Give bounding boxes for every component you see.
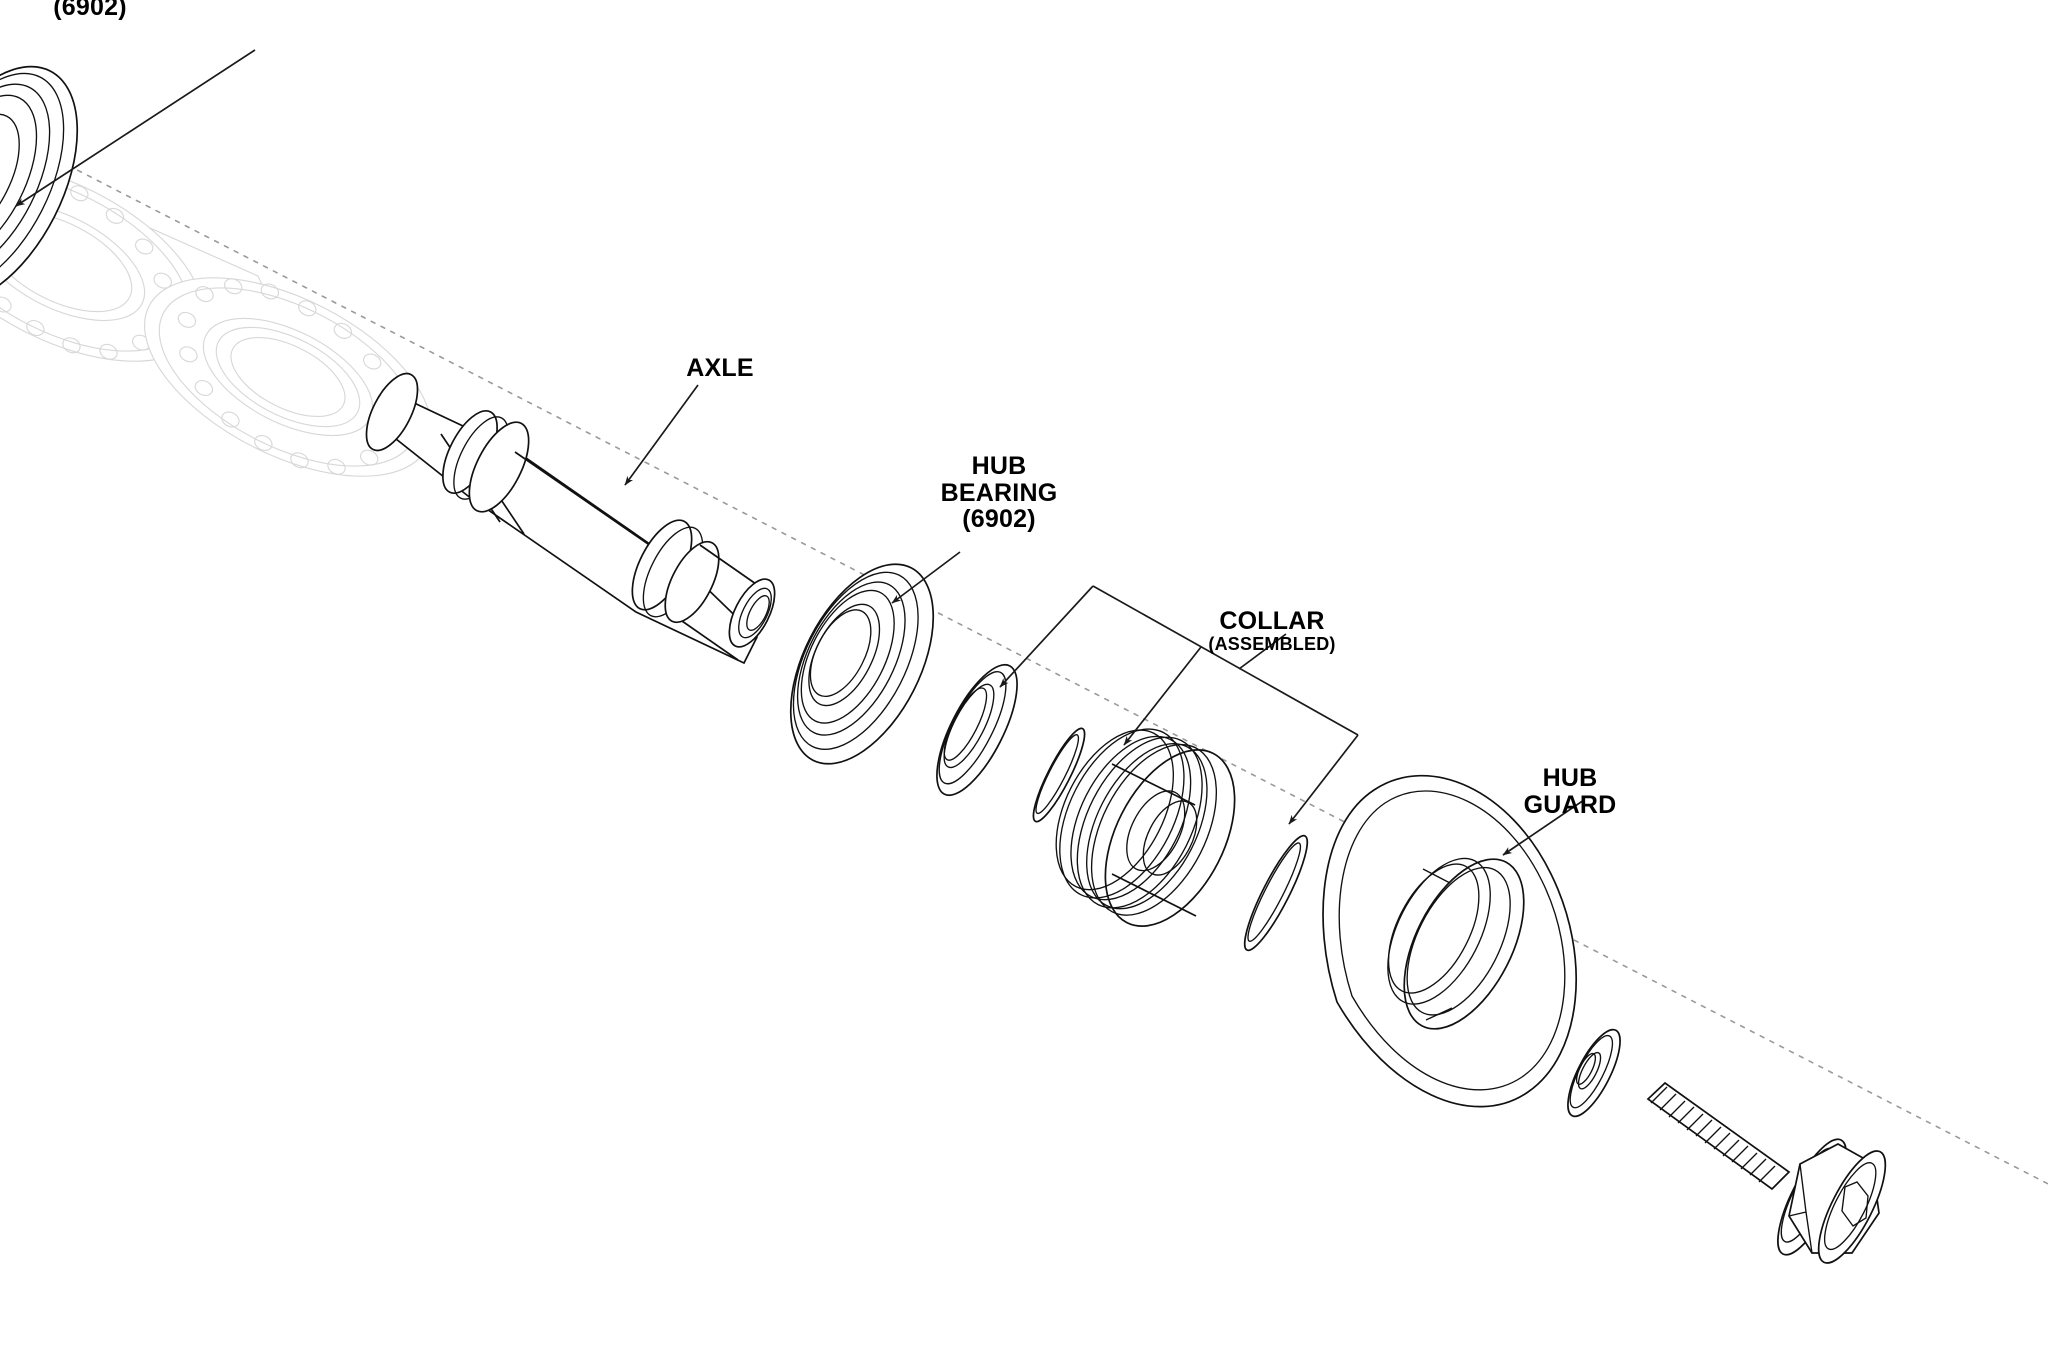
label-collar-sub: (ASSEMBLED): [1208, 633, 1336, 654]
part-collar-oring-1: [1032, 727, 1086, 823]
label-hub-bearing: HUB BEARING (6902): [941, 453, 1058, 533]
part-axle-bolt: [1646, 1081, 1887, 1264]
label-hub-guard-line-2: GUARD: [1523, 790, 1617, 819]
label-hub-bearing-left-line-1: (6902): [53, 0, 127, 21]
label-hub-bearing-left: (6902): [53, 0, 126, 21]
label-axle-line-1: AXLE: [686, 354, 754, 382]
leader-hub-bearing-left: [15, 49, 256, 207]
leader-hub-guard: [1502, 799, 1585, 856]
label-hub-guard: HUB GUARD: [1524, 765, 1617, 818]
label-collar-line-1: COLLAR: [1219, 607, 1325, 635]
part-collar-body: [1055, 728, 1236, 927]
leader-hub-bearing: [891, 551, 961, 604]
part-hub-guard: [1322, 774, 1578, 1108]
label-hub-guard-line-1: HUB: [1542, 764, 1598, 792]
part-bolt-washer: [1567, 1028, 1621, 1118]
label-hub-bearing-line-1: HUB: [971, 452, 1027, 480]
label-hub-bearing-line-2: BEARING: [940, 478, 1058, 507]
label-axle: AXLE: [686, 355, 753, 382]
leader-collar-bracket: [999, 585, 1359, 825]
leader-axle: [624, 384, 699, 486]
part-collar-shim: [936, 663, 1018, 797]
part-collar-oring-2: [1243, 834, 1309, 952]
part-bearing-right: [789, 563, 935, 765]
label-hub-bearing-line-3: (6902): [962, 505, 1036, 533]
label-collar: COLLAR (ASSEMBLED): [1208, 608, 1335, 654]
part-axle: [365, 372, 776, 665]
assembly-centerline: [0, 129, 2048, 1185]
